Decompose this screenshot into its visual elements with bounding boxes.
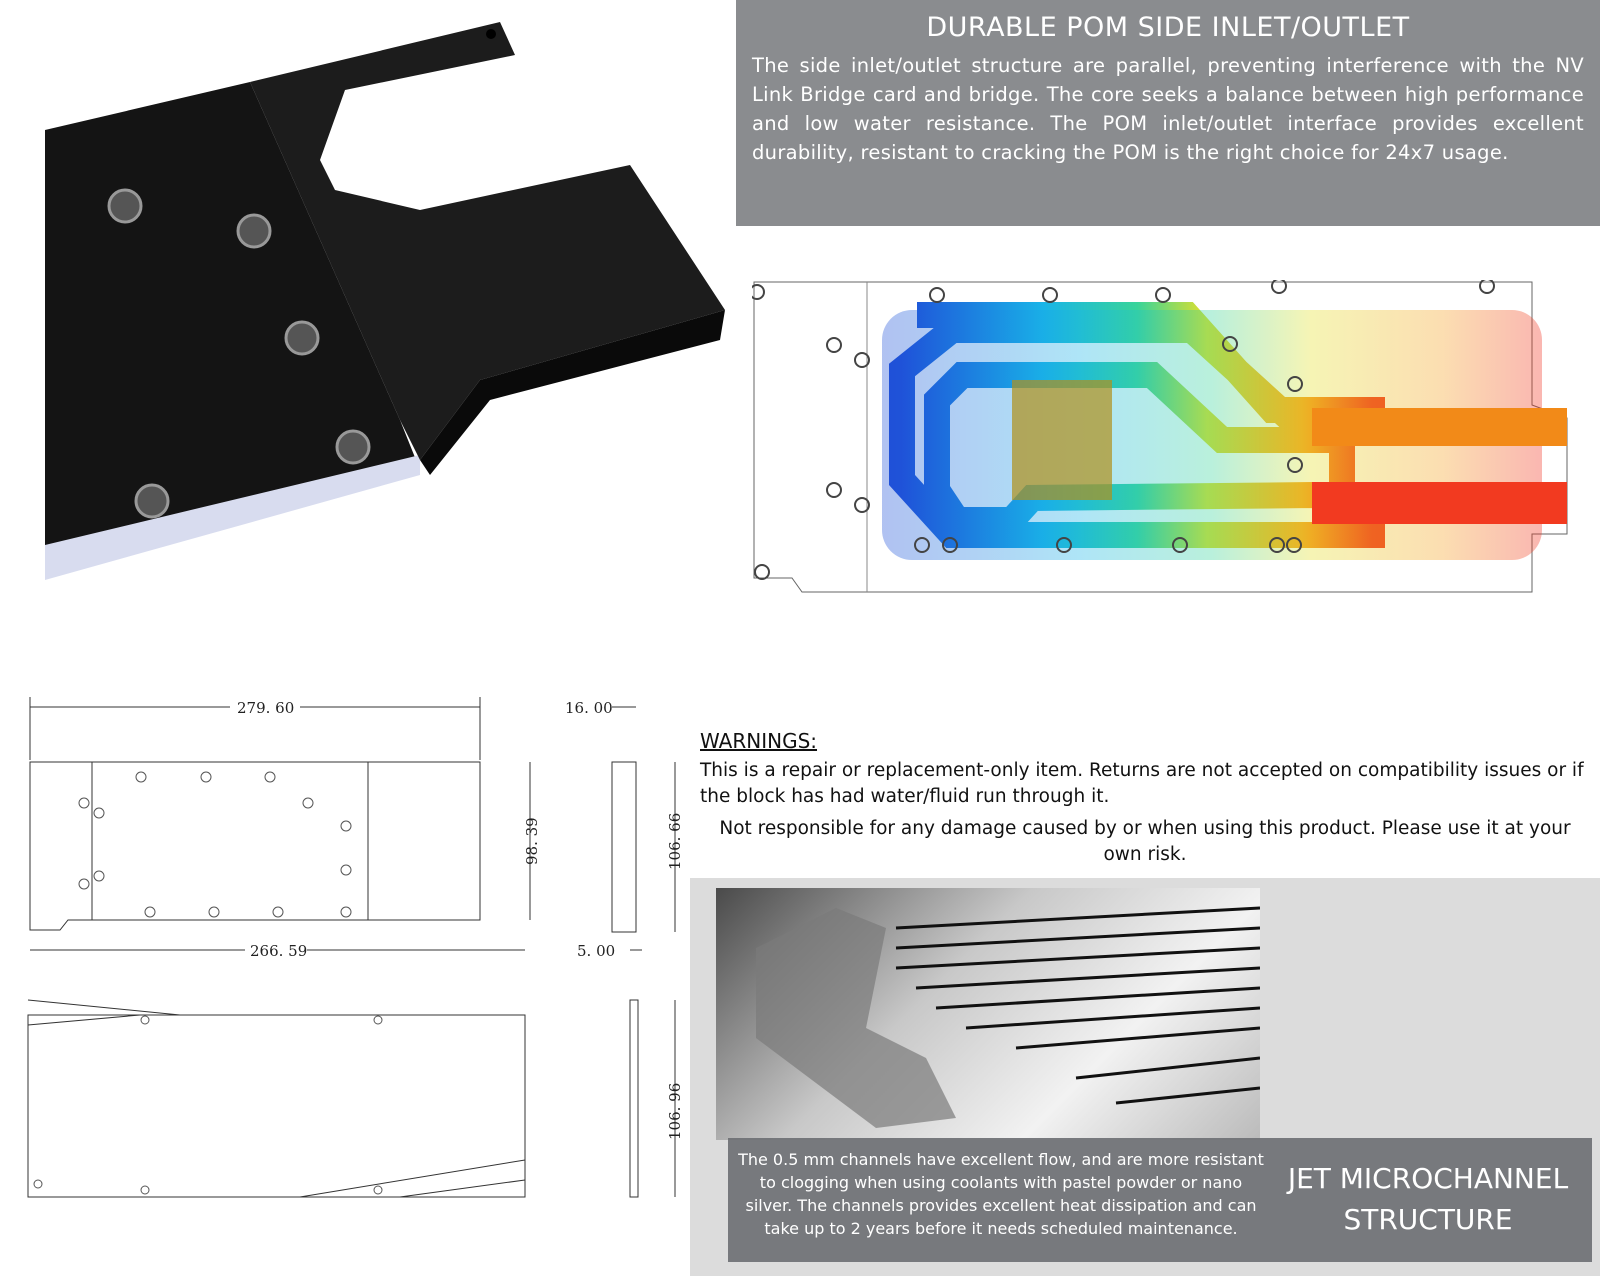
microchannel-section: The 0.5 mm channels have excellent flow,… [690, 878, 1600, 1276]
warnings-section: WARNINGS: This is a repair or replacemen… [700, 728, 1590, 874]
microchannel-body: The 0.5 mm channels have excellent flow,… [738, 1150, 1264, 1238]
warning-liability: Not responsible for any damage caused by… [719, 818, 1571, 865]
dim-height: 98. 39 [523, 817, 541, 865]
dimension-drawings: 279. 60 16. 00 98. 39 106. 66 266. 59 5.… [27, 697, 684, 1198]
microchannel-caption: The 0.5 mm channels have excellent flow,… [728, 1138, 1592, 1262]
dim-bottom-thickness: 5. 00 [577, 942, 615, 960]
dim-bottom-side-height: 106. 96 [666, 1083, 684, 1140]
warnings-heading: WARNINGS: [700, 729, 818, 753]
dim-top-thickness: 16. 00 [565, 699, 613, 717]
dim-side-height: 106. 66 [666, 813, 684, 870]
section-title: DURABLE POM SIDE INLET/OUTLET [926, 12, 1410, 43]
waterblock-render [45, 22, 725, 580]
dim-bottom-length: 266. 59 [250, 942, 307, 960]
inlet-outlet-section: DURABLE POM SIDE INLET/OUTLET The side i… [736, 0, 1600, 226]
microchannel-render [716, 888, 1261, 1140]
flow-heatmap-diagram [752, 280, 1568, 593]
section-body: The side inlet/outlet structure are para… [752, 54, 1584, 164]
dim-top-length: 279. 60 [237, 699, 294, 717]
warning-returns: This is a repair or replacement-only ite… [700, 760, 1584, 807]
microchannel-title: JET MICROCHANNEL STRUCTURE [1287, 1162, 1569, 1236]
